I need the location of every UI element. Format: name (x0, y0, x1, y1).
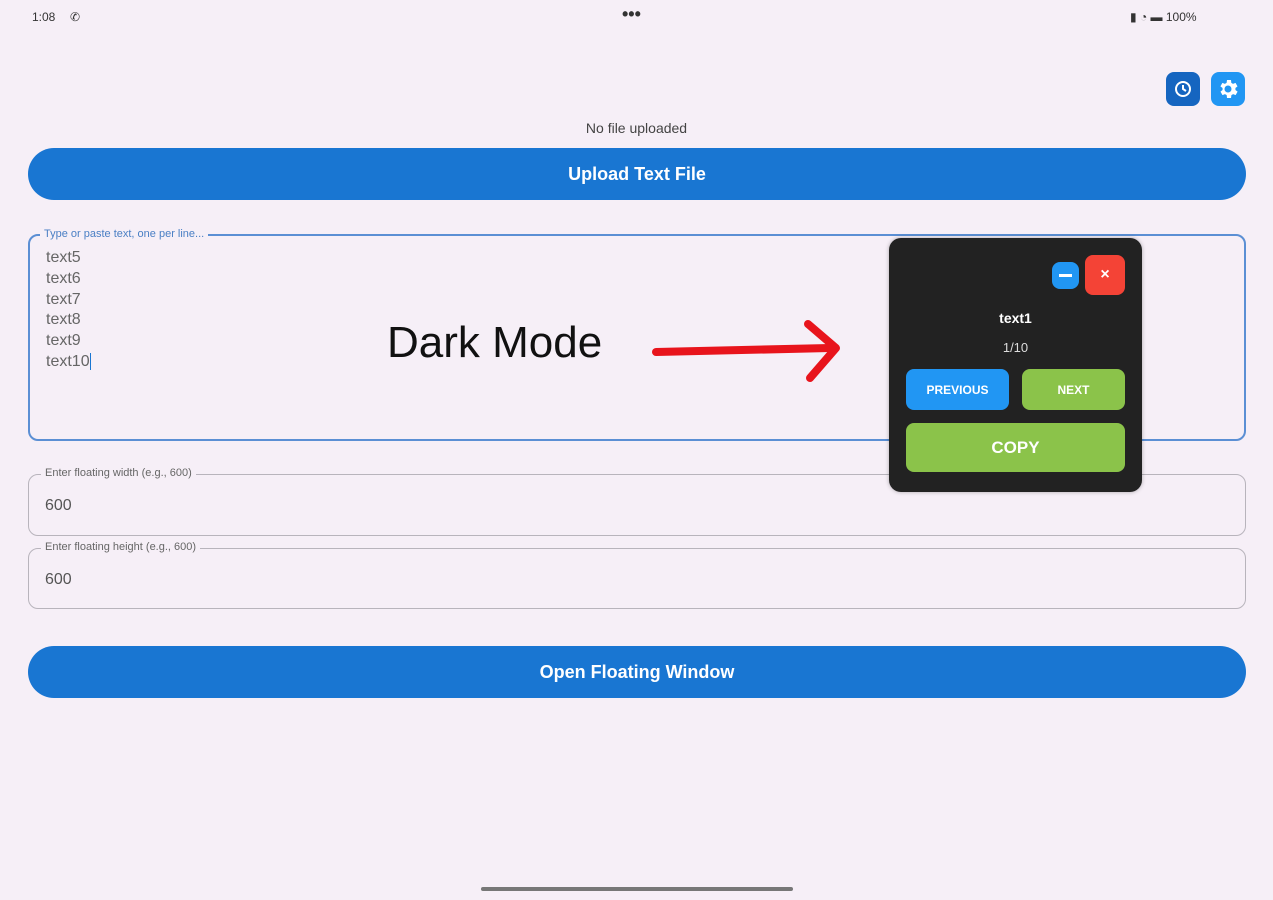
text-cursor: ​ (89, 352, 91, 370)
open-floating-window-button[interactable]: Open Floating Window (28, 646, 1246, 698)
counter: 1/10 (1002, 340, 1029, 355)
text-input-label: Type or paste text, one per line... (40, 228, 209, 240)
more-indicator: ••• (622, 4, 641, 24)
floating-width-field[interactable]: Enter floating width (e.g., 600) 600 (28, 467, 1246, 536)
minimize-button[interactable] (1052, 262, 1079, 289)
status-icons: ▮ ◔ ▬ 100% (1130, 10, 1197, 24)
current-text: text1 (999, 310, 1032, 326)
width-label: Enter floating width (e.g., 600) (41, 467, 196, 479)
text-line: text9 (46, 332, 81, 350)
history-button[interactable] (1166, 72, 1200, 106)
width-value: 600 (45, 497, 72, 514)
close-icon: × (1100, 266, 1110, 283)
text-line: text5 (46, 249, 81, 266)
whatsapp-icon: ✆ (70, 10, 81, 24)
floating-height-field[interactable]: Enter floating height (e.g., 600) 600 (28, 541, 1246, 609)
height-value: 600 (45, 571, 72, 588)
clock-icon (1175, 81, 1191, 97)
text-line: text10 (46, 352, 90, 370)
close-button[interactable]: × (1085, 255, 1125, 295)
text-input-area[interactable]: text5 text6 text7 text8 text9 text10​ (28, 234, 1246, 441)
red-arrow-icon (652, 320, 840, 382)
upload-text-file-button[interactable]: Upload Text File (28, 148, 1246, 200)
home-indicator[interactable] (481, 887, 793, 891)
annotation-text: Dark Mode (387, 318, 603, 367)
previous-button[interactable]: PREVIOUS (906, 369, 1009, 410)
file-status: No file uploaded (585, 120, 688, 136)
wifi-icon: ▮ ◔ ▬ (1130, 10, 1163, 24)
text-lines: text5 text6 text7 text8 text9 text10​ (46, 248, 91, 373)
battery-text: 100% (1165, 10, 1197, 24)
text-line: text7 (46, 290, 81, 308)
text-line: text6 (46, 269, 81, 287)
next-button[interactable]: NEXT (1022, 369, 1125, 410)
settings-button[interactable] (1211, 72, 1245, 106)
height-label: Enter floating height (e.g., 600) (41, 541, 201, 553)
floating-window-preview: × text1 1/10 PREVIOUS NEXT COPY (889, 238, 1142, 492)
gear-icon (1220, 80, 1238, 98)
status-time: 1:08 (32, 10, 56, 24)
copy-button[interactable]: COPY (906, 423, 1125, 472)
minus-icon (1059, 274, 1072, 277)
text-line: text8 (46, 311, 81, 329)
